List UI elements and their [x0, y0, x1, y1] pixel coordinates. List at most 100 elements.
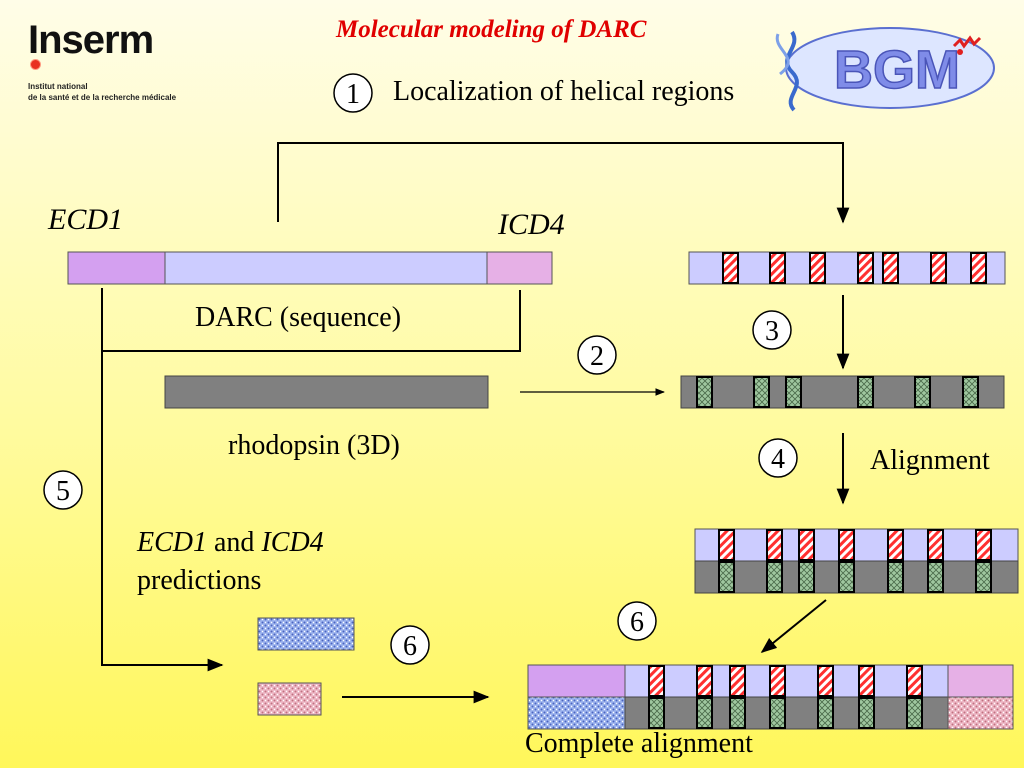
aligned-rhodopsin-helix-segment — [718, 561, 735, 593]
darc-helix-bar — [688, 251, 1006, 285]
complete-ecd1-top — [527, 664, 626, 698]
complete-ecd1-bottom — [527, 696, 626, 730]
dna-helix-strand-icon — [775, 33, 790, 76]
darc-sequence-bar — [67, 251, 553, 285]
rhodopsin-helix-segment — [696, 376, 713, 408]
complete-darc-helix-segment — [648, 665, 665, 697]
step5-number: 5 — [56, 476, 70, 507]
step6-number-left: 6 — [403, 631, 417, 662]
step4-circle: 4 — [758, 438, 798, 478]
step5-circle: 5 — [43, 470, 83, 510]
predictions-icd4: ICD4 — [261, 527, 324, 558]
predictions-and: and — [207, 527, 262, 558]
rhodopsin-helix-segment — [962, 376, 979, 408]
aligned-darc-helix-segment — [887, 529, 904, 561]
rhodopsin-helix-segment — [785, 376, 802, 408]
rhodopsin-helix-segment — [914, 376, 931, 408]
step2-circle: 2 — [577, 335, 617, 375]
predictions-label-line2: predictions — [137, 565, 262, 596]
darc-helix-segment — [809, 252, 826, 284]
complete-alignment-bar — [527, 664, 1014, 730]
complete-darc-helix-segment — [729, 665, 746, 697]
complete-darc-top — [624, 664, 949, 698]
dna-helix-icon — [785, 30, 799, 112]
darc-helix-segment — [857, 252, 874, 284]
ecd1-label: ECD1 — [48, 203, 123, 236]
darc-helix-segment — [970, 252, 987, 284]
aligned-rhodopsin-helix-segment — [887, 561, 904, 593]
rhodopsin-helices — [696, 376, 979, 408]
alignment-label: Alignment — [870, 445, 990, 476]
darc-sequence-label: DARC (sequence) — [195, 302, 402, 333]
rhodopsin-helix-segment — [857, 376, 874, 408]
step4-number: 4 — [771, 444, 785, 475]
predictions-ecd1: ECD1 — [137, 527, 207, 558]
darc-helix-background — [688, 251, 1006, 285]
ecd1-segment — [67, 251, 166, 285]
ecd1-prediction-box — [257, 617, 355, 651]
inserm-subtitle-line1: Institut national — [28, 82, 88, 91]
complete-icd4-top — [947, 664, 1014, 698]
complete-darc-helix-segment — [858, 665, 875, 697]
rhodopsin-label: rhodopsin (3D) — [228, 430, 400, 461]
aligned-rhodopsin-helix-segment — [766, 561, 783, 593]
complete-rhodopsin-bottom — [624, 696, 949, 730]
aligned-darc-helix-segment — [927, 529, 944, 561]
complete-darc-helix-segment — [817, 665, 834, 697]
aligned-pair — [694, 528, 1019, 594]
inserm-logo: Inserm Institut national de la santé et … — [28, 18, 228, 108]
step1-connector — [277, 142, 844, 222]
predictions-label-line1: ECD1 and ICD4 — [137, 527, 324, 559]
step3-number: 3 — [765, 316, 779, 347]
aligned-rhodopsin-helix-segment — [975, 561, 992, 593]
aligned-rhodopsin-helix-segment — [838, 561, 855, 593]
page-title: Molecular modeling of DARC — [336, 16, 647, 43]
complete-rhodopsin-helix-segment — [817, 697, 834, 729]
step6-circle-left: 6 — [390, 625, 430, 665]
complete-darc-helix-segment — [906, 665, 923, 697]
complete-rhodopsin-helix-segment — [648, 697, 665, 729]
complete-rhodopsin-helix-segment — [729, 697, 746, 729]
step1-circle: 1 — [333, 73, 373, 113]
aligned-helices — [718, 529, 992, 593]
icd4-connector — [103, 290, 521, 352]
darc-helix-segment — [930, 252, 947, 284]
aligned-darc-bar — [694, 528, 1019, 562]
bgm-wordmark: BGM — [834, 40, 960, 100]
darc-core-segment — [164, 251, 488, 285]
darc-helix-segment — [769, 252, 786, 284]
inserm-dot-icon — [30, 59, 41, 70]
bgm-logo: BGM — [775, 27, 995, 112]
rhodopsin-helix-bar — [680, 375, 1005, 409]
complete-helices — [648, 665, 923, 729]
complete-darc-helix-segment — [769, 665, 786, 697]
step6-arrow-diagonal — [760, 599, 827, 654]
aligned-rhodopsin-helix-segment — [927, 561, 944, 593]
aligned-rhodopsin-bar — [694, 560, 1019, 594]
icd4-label: ICD4 — [498, 208, 565, 241]
icd4-prediction-box — [257, 682, 322, 716]
aligned-darc-helix-segment — [718, 529, 735, 561]
inserm-wordmark: Inserm — [28, 18, 154, 62]
complete-rhodopsin-helix-segment — [906, 697, 923, 729]
inserm-subtitle-line2: de la santé et de la recherche médicale — [28, 93, 177, 102]
darc-helices — [722, 252, 987, 284]
rhodopsin-helix-background — [680, 375, 1005, 409]
aligned-darc-helix-segment — [838, 529, 855, 561]
aligned-rhodopsin-helix-segment — [798, 561, 815, 593]
darc-helix-segment — [882, 252, 899, 284]
molecule-squiggle-icon — [952, 35, 982, 49]
aligned-darc-helix-segment — [975, 529, 992, 561]
aligned-darc-helix-segment — [798, 529, 815, 561]
molecule-dot-icon — [957, 49, 963, 55]
complete-rhodopsin-helix-segment — [769, 697, 786, 729]
complete-rhodopsin-helix-segment — [696, 697, 713, 729]
complete-rhodopsin-helix-segment — [858, 697, 875, 729]
step3-circle: 3 — [752, 310, 792, 350]
step6-circle-right: 6 — [617, 601, 657, 641]
step1-number: 1 — [346, 79, 360, 110]
icd4-segment — [486, 251, 553, 285]
rhodopsin-bar — [164, 375, 489, 409]
complete-icd4-bottom — [947, 696, 1014, 730]
